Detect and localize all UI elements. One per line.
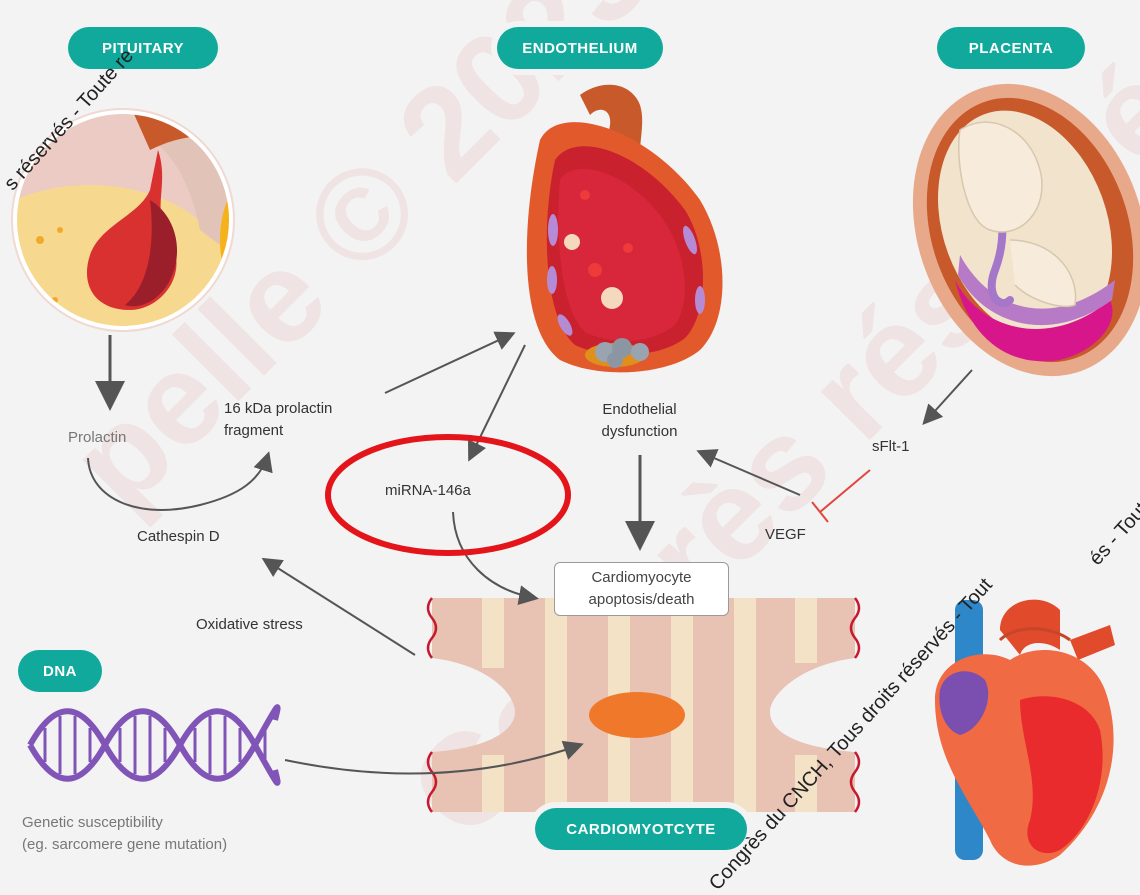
prolactin-fragment-label: 16 kDa prolactin fragment <box>224 398 332 442</box>
arrow-fragment-endothelium <box>385 334 512 393</box>
endothelial-dysfunction-line2: dysfunction <box>577 421 702 443</box>
endothelial-dysfunction-line1: Endothelial <box>577 399 702 421</box>
mirna-label: miRNA-146a <box>385 480 471 502</box>
dna-illustration <box>30 707 278 783</box>
cathepsin-label: Cathespin D <box>137 526 220 548</box>
genetic-susceptibility-label: Genetic susceptibility (eg. sarcomere ge… <box>22 812 227 856</box>
endothelial-dysfunction-label: Endothelial dysfunction <box>577 399 702 443</box>
header-endothelium: ENDOTHELIUM <box>497 27 663 69</box>
header-placenta: PLACENTA <box>937 27 1085 69</box>
genetic-line1: Genetic susceptibility <box>22 812 227 834</box>
header-dna: DNA <box>18 650 102 692</box>
apoptosis-line2: apoptosis/death <box>555 589 728 611</box>
arrow-vegf-dysfunction <box>700 452 800 495</box>
arrow-oxidative-cathepsin <box>265 560 415 655</box>
heart-illustration <box>935 600 1115 866</box>
arrow-cathepsin-cleavage <box>88 455 268 510</box>
inhibition-line <box>812 470 870 522</box>
sflt1-label: sFlt-1 <box>872 436 910 458</box>
prolactin-fragment-line1: 16 kDa prolactin <box>224 398 332 420</box>
header-pituitary: PITUITARY <box>68 27 218 69</box>
oxidative-stress-label: Oxidative stress <box>196 614 303 636</box>
header-cardiomyocyte: CARDIOMYOTCYTE <box>535 808 747 850</box>
prolactin-fragment-line2: fragment <box>224 420 332 442</box>
apoptosis-line1: Cardiomyocyte <box>555 567 728 589</box>
vegf-label: VEGF <box>765 524 806 546</box>
arrow-placenta-sflt <box>925 370 972 422</box>
endothelium-illustration <box>527 85 723 373</box>
placenta-illustration <box>873 51 1140 410</box>
apoptosis-box: Cardiomyocyte apoptosis/death <box>554 562 729 616</box>
genetic-line2: (eg. sarcomere gene mutation) <box>22 834 227 856</box>
prolactin-label: Prolactin <box>68 427 126 449</box>
